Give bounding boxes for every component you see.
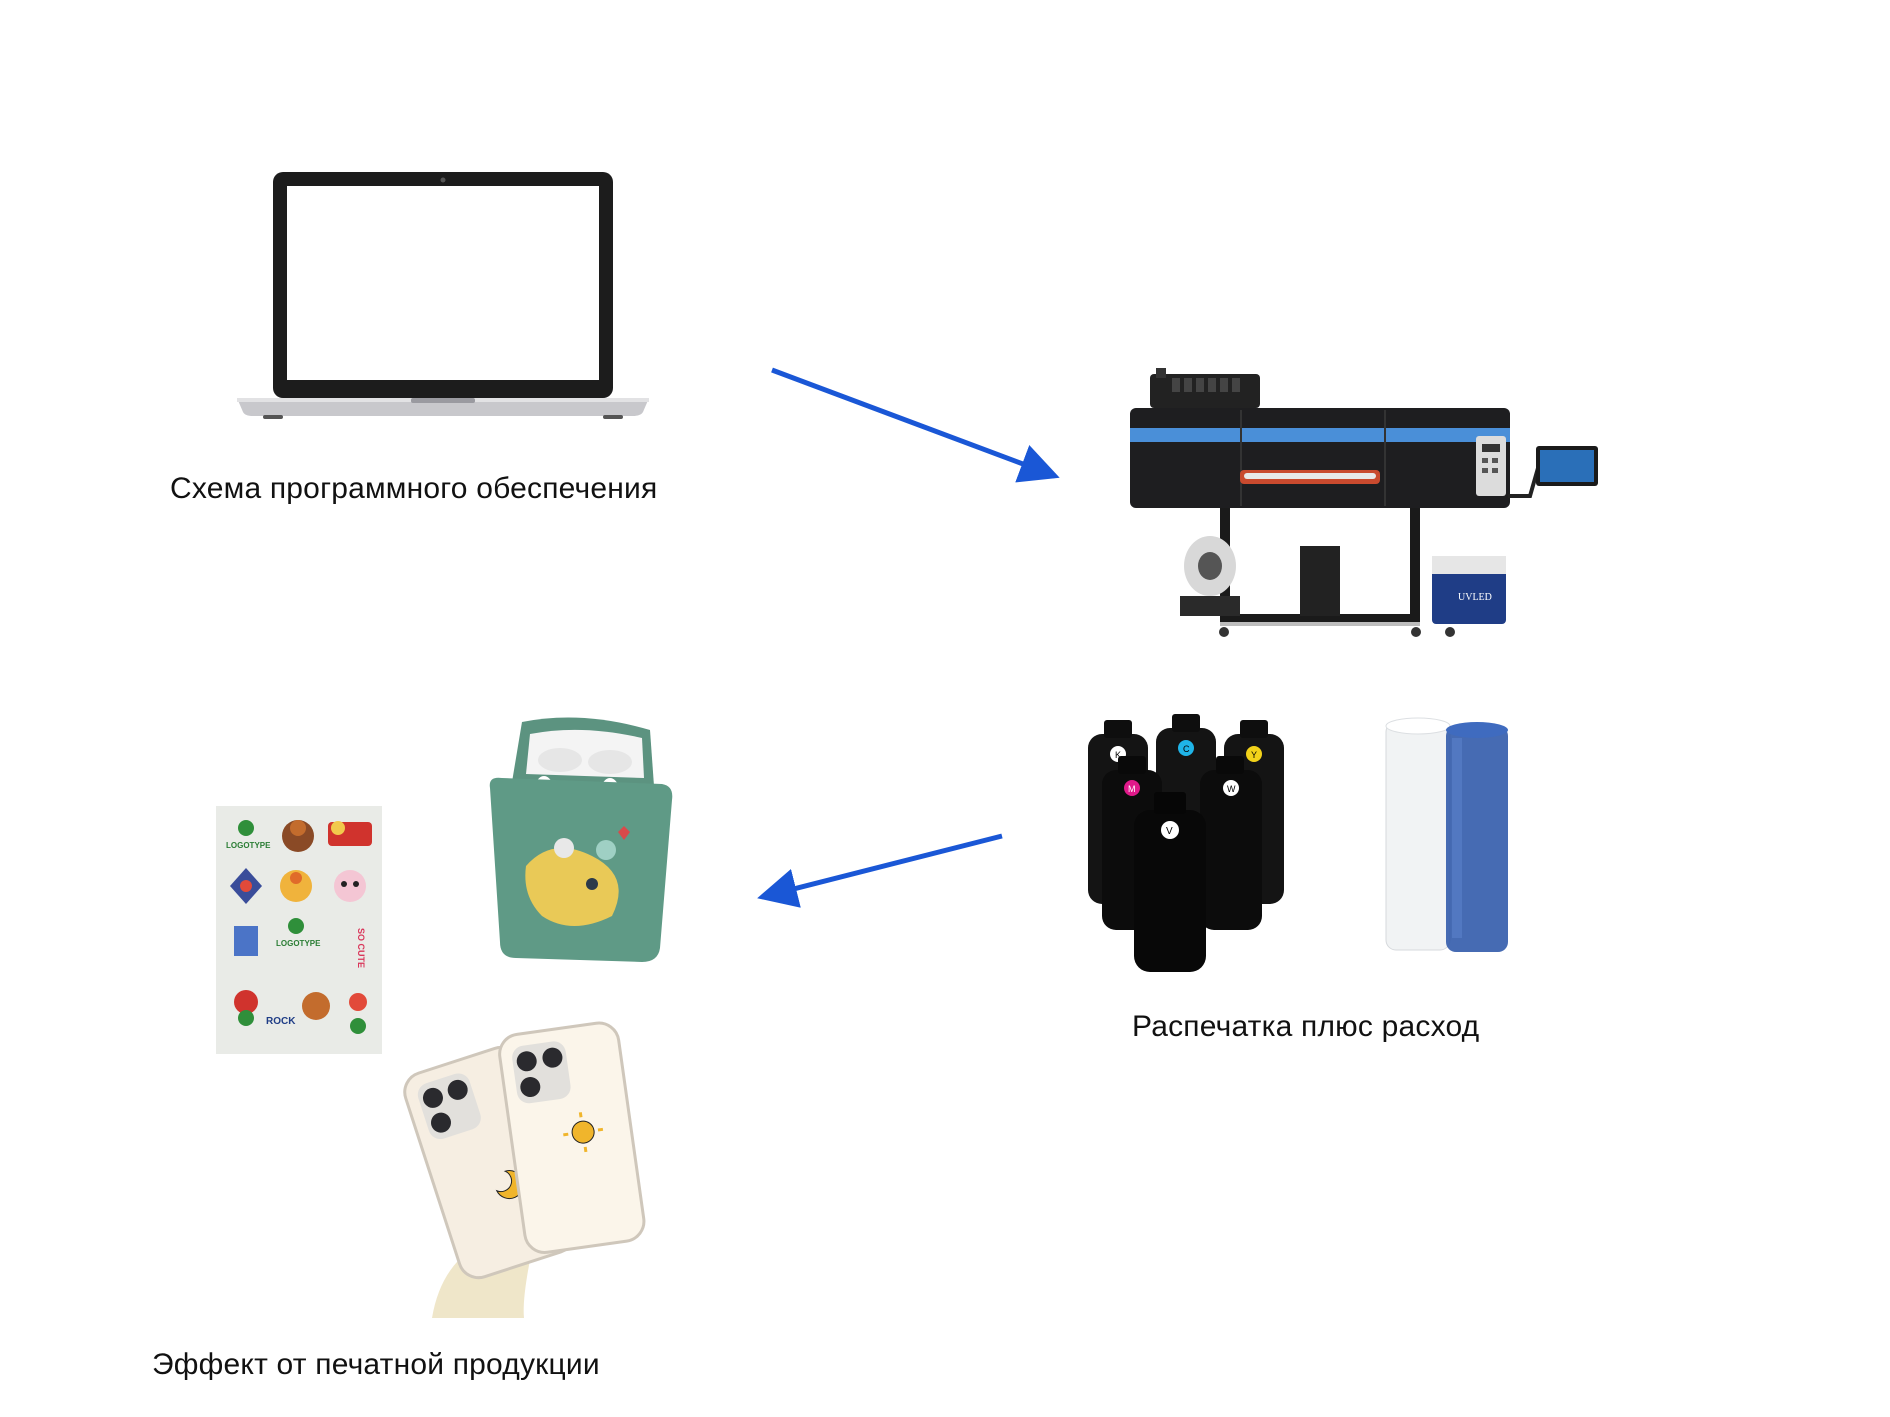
- arrow-software-to-printer: [771, 367, 1060, 483]
- bottle-label-m: M: [1128, 784, 1136, 794]
- software-caption: Схема программного обеспечения: [170, 472, 658, 505]
- effect-caption: Эффект от печатной продукции: [152, 1348, 600, 1381]
- bottle-label-y: Y: [1251, 750, 1257, 760]
- bottle-label-c: C: [1183, 744, 1190, 754]
- bottle-label-w: W: [1227, 784, 1236, 794]
- bottle-label-k: K: [1115, 750, 1121, 760]
- bottle-label-v: V: [1166, 826, 1173, 837]
- ink-bottles-image: K C Y M W V: [1088, 714, 1284, 972]
- sticker-logotype-2: LOGOTYPE: [276, 939, 321, 948]
- phone-cases-image: [403, 1021, 646, 1318]
- ink-bottle: W: [1200, 756, 1262, 930]
- ink-bottle: V: [1134, 792, 1206, 972]
- uv-box-label: UVLED: [1458, 592, 1492, 603]
- sticker-sheet-image: LOGOTYPE LOGOTYPE SO CUTE ROCK: [216, 806, 382, 1054]
- laptop-image: [237, 172, 649, 419]
- sticker-so-cute: SO CUTE: [356, 928, 366, 968]
- uv-printer-image: UVLED: [1130, 368, 1598, 637]
- film-rolls-image: [1385, 717, 1508, 952]
- sticker-logotype-1: LOGOTYPE: [226, 841, 271, 850]
- airpods-case-image: [489, 717, 673, 962]
- sticker-rock: ROCK: [266, 1016, 296, 1027]
- white-film-roll: [1385, 721, 1451, 951]
- printing-caption: Распечатка плюс расход: [1132, 1010, 1480, 1043]
- arrow-printing-to-effect: [757, 833, 1003, 908]
